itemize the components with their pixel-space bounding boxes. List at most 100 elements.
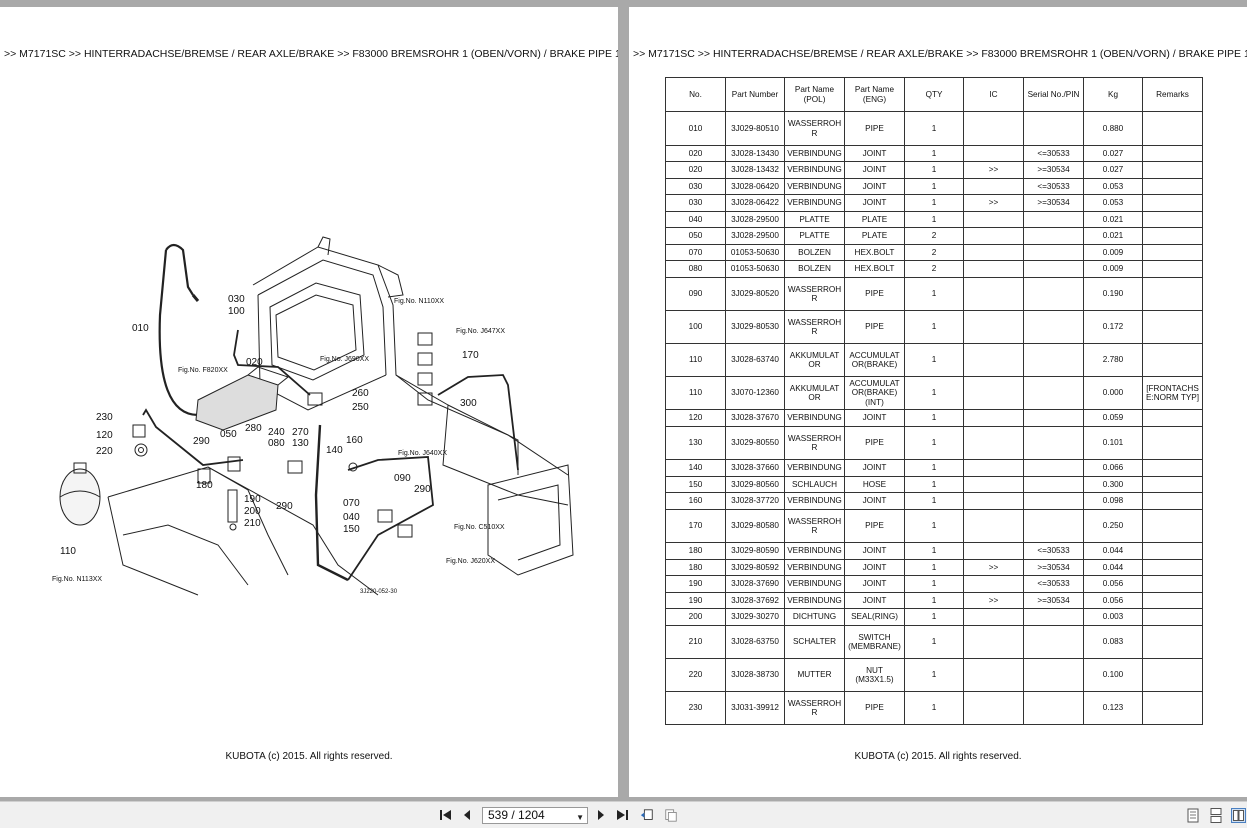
cell-ic [963,476,1024,493]
cell-kg: 0.100 [1083,658,1143,692]
breadcrumb-left: >> M7171SC >> HINTERRADACHSE/BREMSE / RE… [4,48,618,60]
cell-part-number: 3J029-80510 [725,111,785,146]
cell-part-name-eng: PIPE [844,426,905,460]
cell-serial [1023,277,1084,311]
cell-serial [1023,343,1084,377]
prev-page-icon[interactable] [460,808,474,822]
cell-remarks [1142,310,1203,344]
cell-ic [963,492,1024,510]
two-page-view-icon[interactable] [1231,808,1246,823]
cell-no: 190 [665,575,726,593]
cell-remarks: [FRONTACHS E:NORM TYP] [1142,376,1203,410]
cell-qty: 1 [904,459,964,477]
cell-qty: 1 [904,625,964,659]
cell-ic [963,244,1024,261]
cell-part-name-eng: PIPE [844,310,905,344]
cell-part-number: 3J028-37720 [725,492,785,510]
cell-part-name-pol: PLATTE [784,211,845,228]
cell-part-name-pol: VERBINDUNG [784,178,845,195]
header-part-name-eng: Part Name (ENG) [844,77,905,112]
cell-part-name-pol: MUTTER [784,658,845,692]
callout-label: 270 [292,427,309,438]
cell-kg: 0.000 [1083,376,1143,410]
cell-no: 140 [665,459,726,477]
callout-label: 120 [96,430,113,441]
cell-part-number: 3J029-80592 [725,559,785,576]
last-page-icon[interactable] [615,808,629,822]
cell-part-number: 3J028-37660 [725,459,785,477]
cell-kg: 0.056 [1083,575,1143,593]
cell-remarks [1142,559,1203,576]
cell-part-name-pol: SCHALTER [784,625,845,659]
callout-label: 290 [276,501,293,512]
cell-remarks [1142,426,1203,460]
cell-part-name-pol: VERBINDUNG [784,592,845,609]
cell-part-number: 3J029-30270 [725,608,785,626]
next-page-icon[interactable] [594,808,608,822]
page-number-select[interactable]: 539 / 1204 ▼ [482,807,588,824]
cell-ic [963,211,1024,228]
cell-part-number: 3J029-80550 [725,426,785,460]
cell-part-name-pol: WASSERROH R [784,426,845,460]
header-remarks: Remarks [1142,77,1203,112]
cell-ic [963,145,1024,162]
cell-part-name-eng: JOINT [844,161,905,179]
next-view-icon[interactable] [664,808,678,822]
cell-serial [1023,376,1084,410]
cell-part-name-pol: WASSERROH R [784,111,845,146]
cell-ic [963,691,1024,725]
cell-kg: 0.190 [1083,277,1143,311]
previous-view-icon[interactable] [640,808,654,822]
cell-kg: 0.027 [1083,145,1143,162]
single-page-view-icon[interactable] [1187,808,1201,823]
cell-remarks [1142,509,1203,543]
cell-no: 170 [665,509,726,543]
cell-qty: 2 [904,260,964,278]
callout-label: 070 [343,498,360,509]
callout-label: 140 [326,445,343,456]
cell-part-name-pol: VERBINDUNG [784,492,845,510]
cell-part-number: 3J028-63740 [725,343,785,377]
cell-kg: 0.027 [1083,161,1143,179]
cell-part-number: 3J031-39912 [725,691,785,725]
left-page: >> M7171SC >> HINTERRADACHSE/BREMSE / RE… [0,7,618,797]
cell-remarks [1142,409,1203,427]
cell-serial [1023,459,1084,477]
cell-qty: 1 [904,145,964,162]
cell-remarks [1142,260,1203,278]
cell-ic [963,376,1024,410]
cell-no: 180 [665,542,726,560]
cell-remarks [1142,161,1203,179]
cell-no: 020 [665,161,726,179]
cell-remarks [1142,277,1203,311]
cell-serial [1023,608,1084,626]
cell-part-name-eng: PIPE [844,277,905,311]
cell-qty: 1 [904,111,964,146]
cell-ic [963,310,1024,344]
chevron-down-icon: ▼ [576,813,584,822]
cell-part-name-eng: JOINT [844,542,905,560]
callout-label: 090 [394,473,411,484]
cell-kg: 0.053 [1083,178,1143,195]
continuous-view-icon[interactable] [1210,808,1224,823]
cell-ic [963,409,1024,427]
cell-ic [963,426,1024,460]
cell-kg: 0.172 [1083,310,1143,344]
first-page-icon[interactable] [439,808,453,822]
header-part-number: Part Number [725,77,785,112]
cell-kg: 0.044 [1083,559,1143,576]
cell-part-name-pol: WASSERROH R [784,310,845,344]
cell-remarks [1142,592,1203,609]
cell-qty: 1 [904,161,964,179]
cell-part-name-eng: JOINT [844,592,905,609]
cell-remarks [1142,343,1203,377]
